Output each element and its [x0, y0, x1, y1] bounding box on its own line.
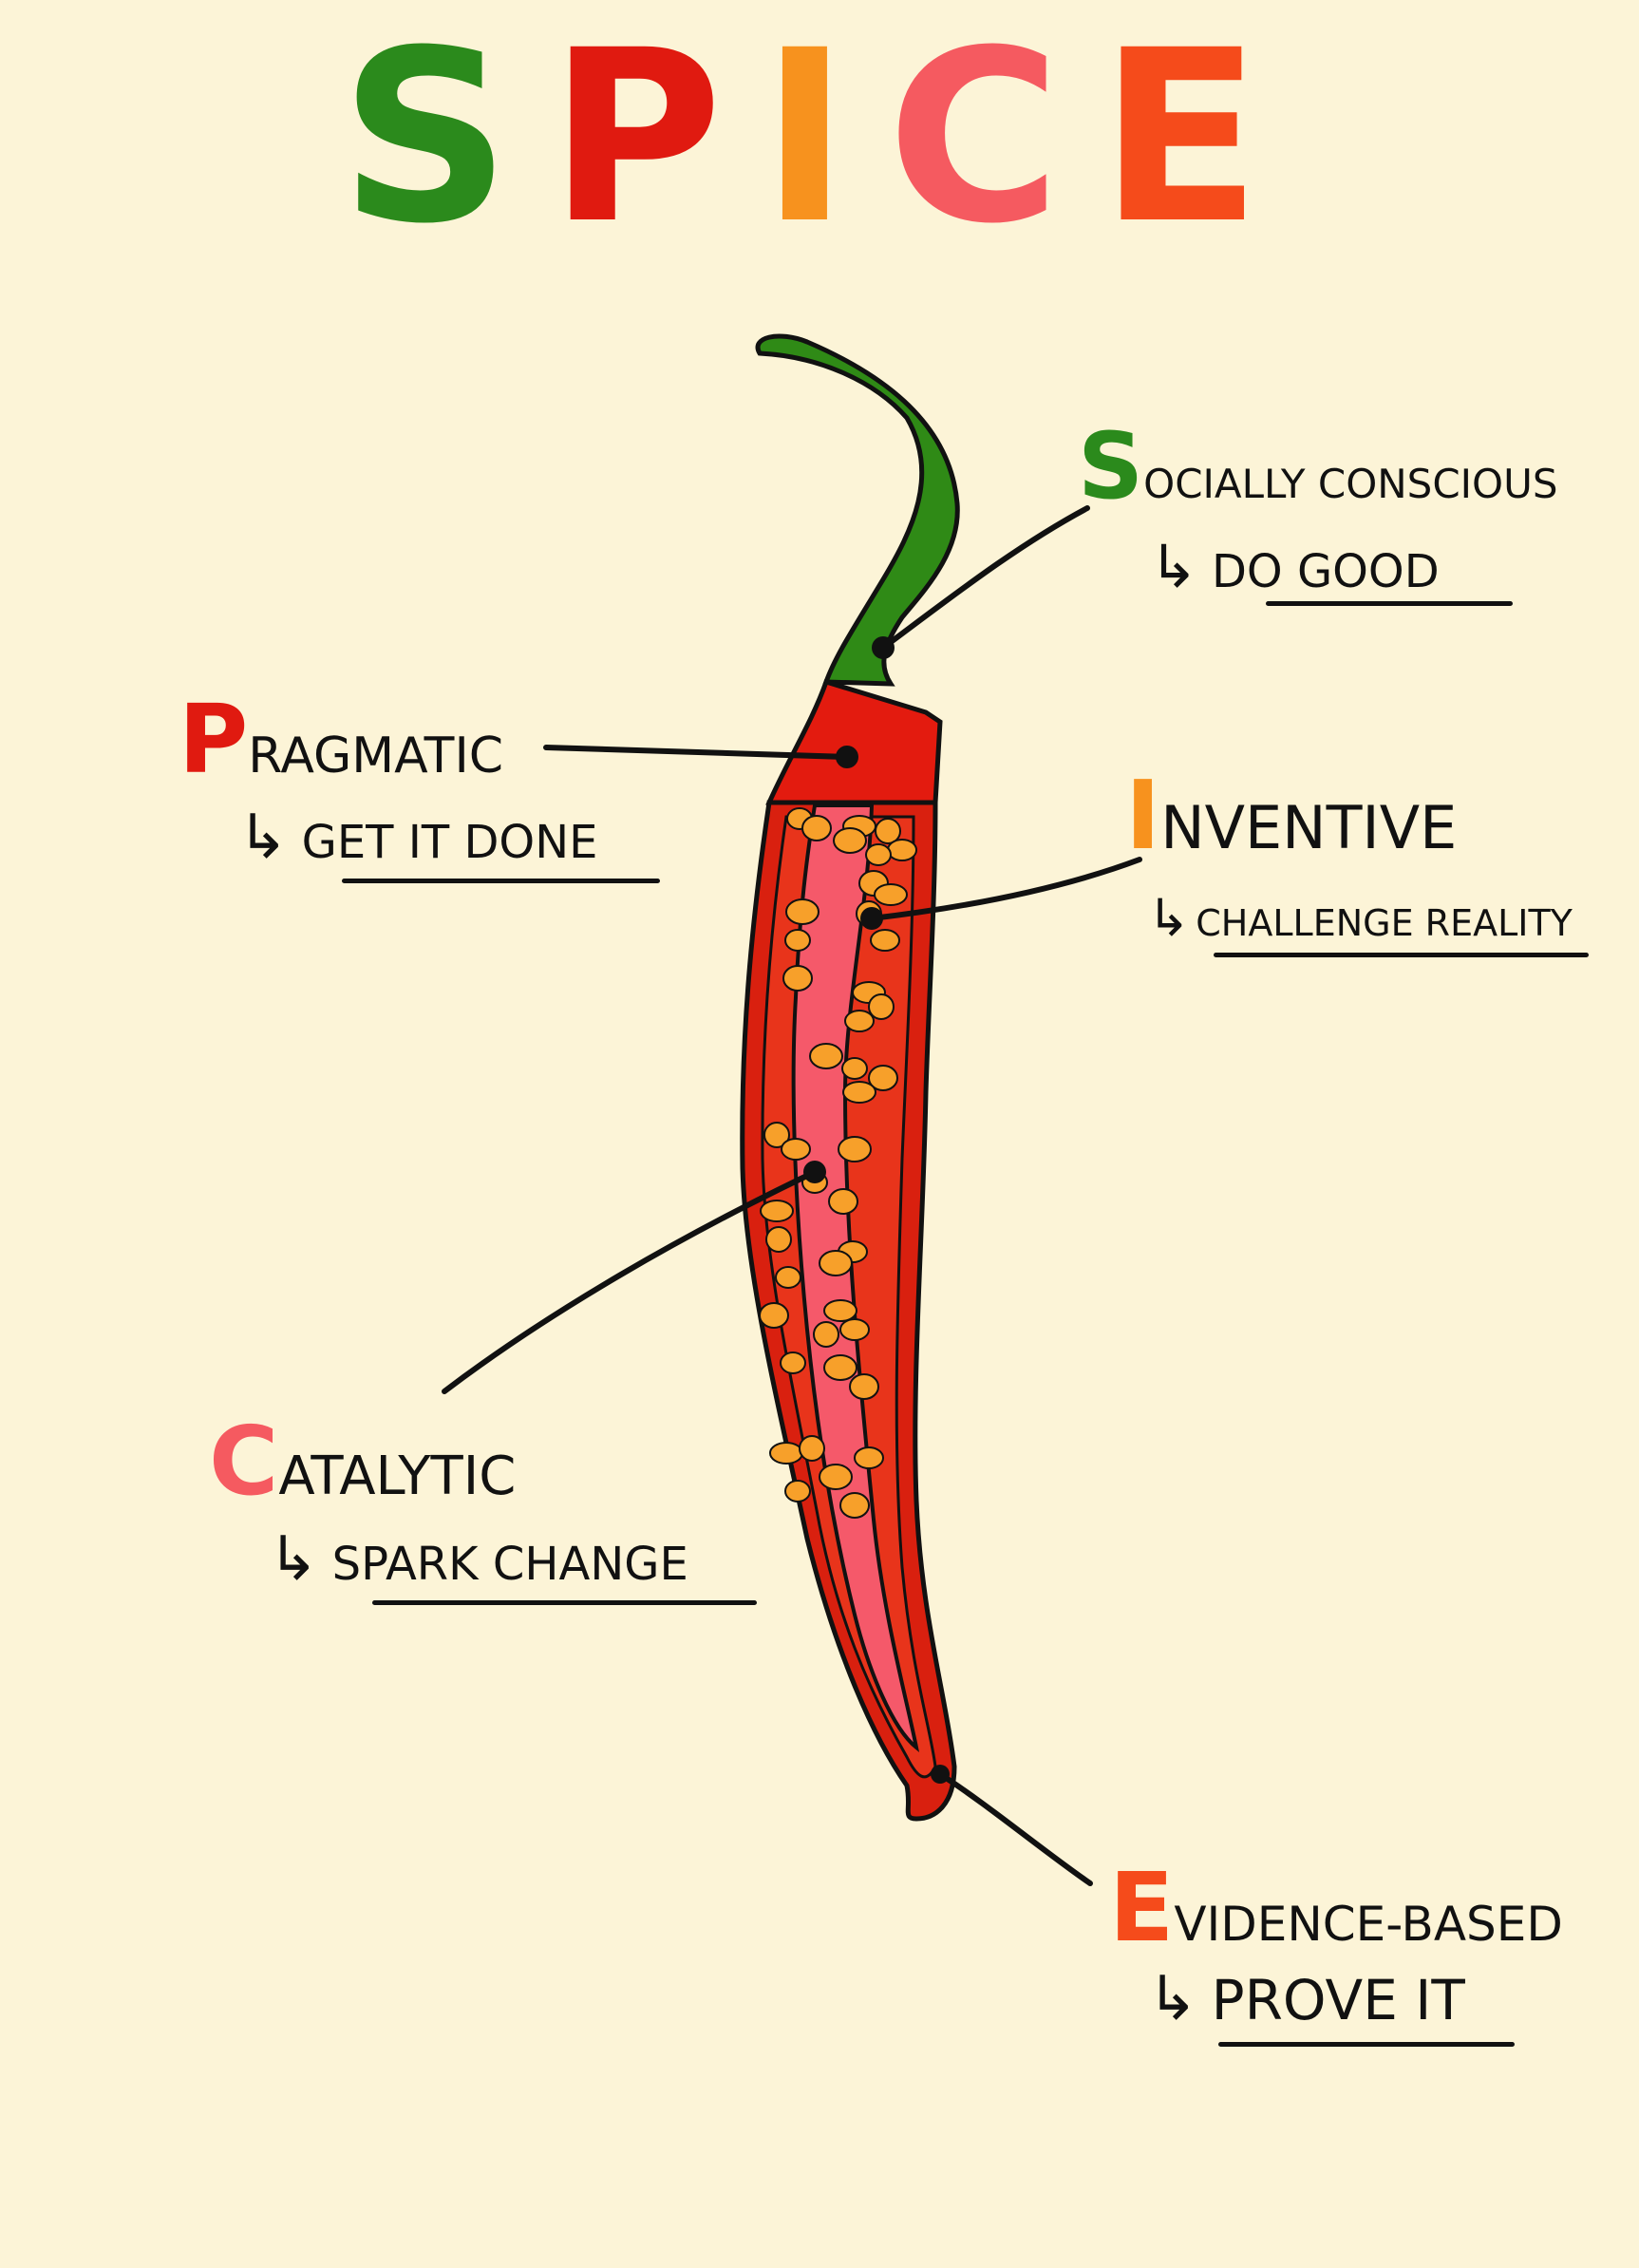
seed [823, 1354, 857, 1381]
annotation-c-subtitle: ↳SPARK CHANGE [268, 1524, 688, 1595]
annotation-i-subtitle: ↳CHALLENGE REALITY [1147, 888, 1573, 948]
seed [874, 883, 908, 906]
title-letter: P [548, 0, 761, 275]
annotation-p-initial: P [179, 684, 249, 795]
pointer-dot-c [803, 1161, 826, 1183]
annotation-e-label: EVIDENCE-BASED [1109, 1852, 1563, 1963]
seed [799, 1435, 825, 1462]
pointer-dot-i [860, 907, 883, 930]
pepper-core [791, 803, 920, 1753]
annotation-c-arrow-icon: ↳ [268, 1524, 319, 1595]
seed [809, 1043, 843, 1069]
pointer-dot-p [836, 746, 858, 768]
seed [823, 1299, 857, 1322]
annotation-s-arrow-icon: ↳ [1149, 532, 1198, 601]
annotation-i-initial: I [1125, 760, 1161, 871]
seed [801, 815, 832, 841]
annotation-e-subtitle-text: PROVE IT [1211, 1968, 1465, 2032]
pointer-line-c [442, 1169, 818, 1394]
seed [868, 993, 895, 1020]
seed [833, 827, 867, 854]
pepper-cap [765, 678, 943, 805]
annotation-i-subtitle-text: CHALLENGE REALITY [1196, 902, 1573, 944]
seed [849, 1373, 879, 1400]
annotation-c-underline [372, 1600, 757, 1605]
pointer-line-p [543, 745, 850, 760]
title-letter: I [761, 0, 888, 275]
pointer-line-e [937, 1771, 1093, 1886]
seed [839, 1492, 870, 1519]
annotation-i-arrow-icon: ↳ [1147, 888, 1191, 948]
seed [784, 1480, 811, 1503]
seed [784, 929, 811, 952]
seed [844, 1010, 875, 1032]
seed [839, 1318, 870, 1341]
title-letter: S [339, 0, 549, 275]
seed [875, 818, 901, 844]
seed [781, 1138, 811, 1161]
seed [870, 929, 900, 952]
annotation-p-label: PRAGMATIC [179, 684, 503, 795]
annotation-e-arrow-icon: ↳ [1147, 1964, 1198, 2034]
seed [765, 1226, 792, 1253]
seed [775, 1266, 801, 1289]
seed [841, 1057, 868, 1080]
pointer-dot-e [931, 1765, 950, 1784]
title-letter: E [1099, 0, 1300, 275]
seed [780, 1351, 806, 1374]
annotation-i-rest: NVENTIVE [1160, 793, 1458, 862]
annotation-p-subtitle-text: GET IT DONE [301, 816, 598, 869]
annotation-p-subtitle: ↳GET IT DONE [237, 803, 597, 873]
annotation-s-subtitle-text: DO GOOD [1211, 545, 1440, 598]
annotation-i-label: INVENTIVE [1125, 760, 1457, 871]
seed [782, 965, 813, 992]
annotation-p-arrow-icon: ↳ [237, 803, 289, 873]
page-title: SPICE [0, 19, 1639, 256]
pointer-line-i [869, 857, 1142, 921]
annotation-p-rest: RAGMATIC [248, 728, 504, 784]
seed [785, 898, 820, 925]
annotation-s-subtitle: ↳DO GOOD [1149, 532, 1440, 601]
seed [813, 1321, 839, 1348]
annotation-s-underline [1266, 601, 1513, 606]
annotation-c-rest: ATALYTIC [278, 1446, 517, 1507]
seed [760, 1200, 794, 1222]
seed [838, 1136, 872, 1162]
seed [868, 1065, 898, 1091]
seed [887, 839, 917, 861]
annotation-e-rest: VIDENCE-BASED [1174, 1897, 1563, 1952]
seed [819, 1464, 853, 1490]
pepper-stem [755, 333, 960, 687]
annotation-s-label: SOCIALLY CONSCIOUS [1078, 413, 1558, 520]
pointer-dot-s [872, 636, 895, 659]
seed [819, 1250, 853, 1276]
annotation-c-subtitle-text: SPARK CHANGE [331, 1538, 688, 1591]
seed [763, 1122, 790, 1148]
annotation-e-initial: E [1109, 1852, 1175, 1963]
annotation-c-initial: C [209, 1406, 279, 1517]
annotation-s-rest: OCIALLY CONSCIOUS [1143, 461, 1558, 507]
annotation-c-label: CATALYTIC [209, 1406, 516, 1517]
annotation-s-initial: S [1078, 413, 1144, 520]
seed [865, 843, 892, 866]
annotation-e-underline [1218, 2042, 1515, 2047]
seed [759, 1302, 789, 1329]
seed [842, 1081, 876, 1104]
seed [854, 1446, 884, 1469]
seed [769, 1442, 803, 1465]
title-letter: C [887, 0, 1100, 275]
annotation-p-underline [342, 879, 660, 883]
seed [828, 1188, 858, 1215]
annotation-i-underline [1214, 953, 1589, 957]
annotation-e-subtitle: ↳PROVE IT [1147, 1964, 1465, 2034]
pointer-line-s [880, 505, 1090, 651]
